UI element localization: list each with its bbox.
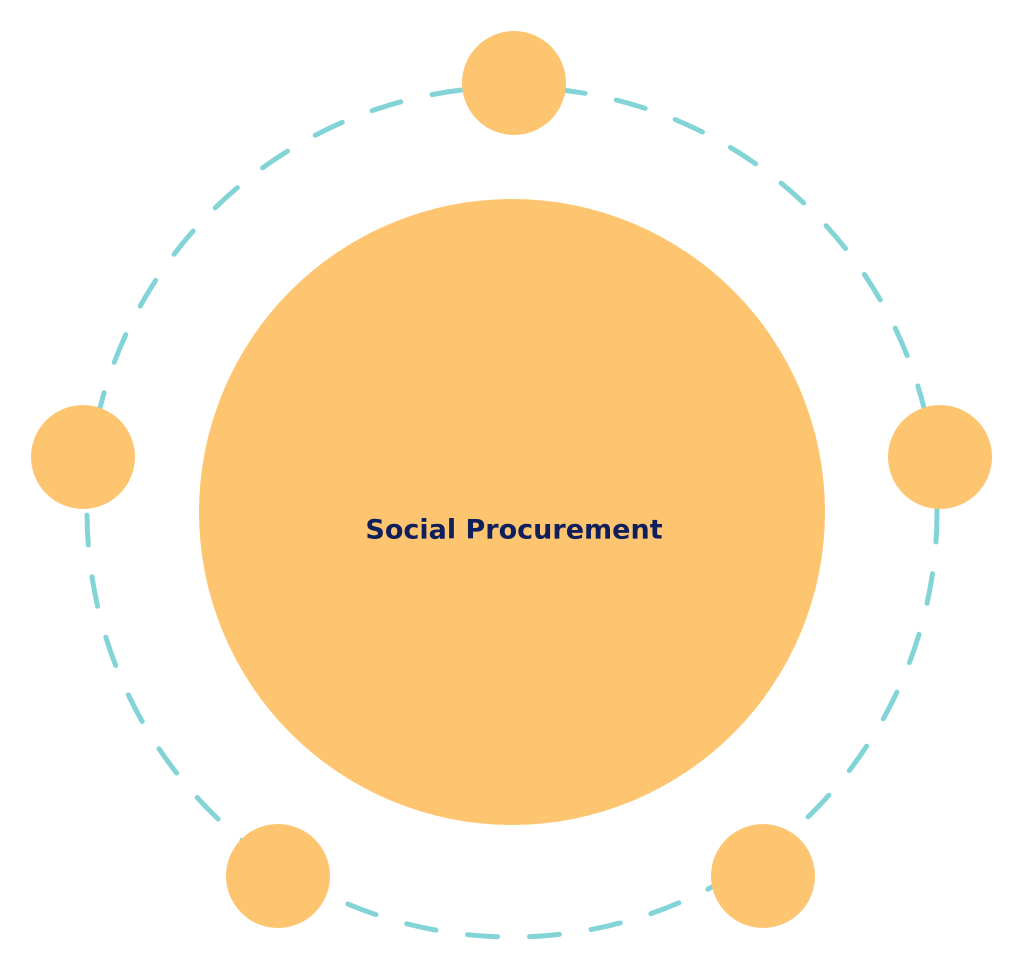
center-node-label: Social Procurement <box>365 515 662 546</box>
satellite-node-top <box>462 31 566 135</box>
satellite-node-left <box>31 405 135 509</box>
satellite-node-right <box>888 405 992 509</box>
center-node <box>199 199 825 825</box>
satellite-node-bottom-left <box>226 824 330 928</box>
satellite-node-bottom-right <box>711 824 815 928</box>
